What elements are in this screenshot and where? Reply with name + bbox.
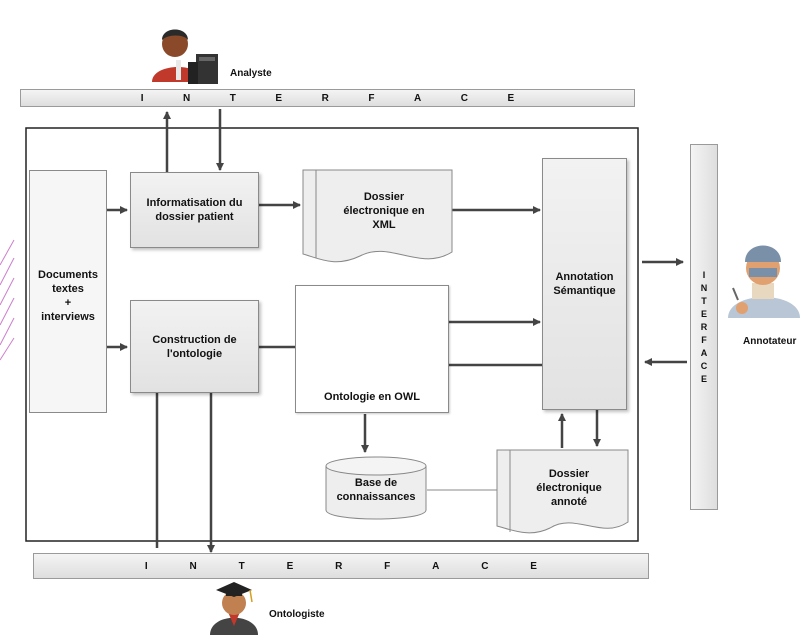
interface-letter: N bbox=[700, 282, 708, 293]
annotator-label: Annotateur bbox=[743, 336, 797, 347]
documents-label: Documents textes + interviews bbox=[38, 268, 98, 323]
interface-letter: R bbox=[321, 92, 329, 104]
interface-letter: F bbox=[384, 560, 391, 572]
base-cylinder bbox=[325, 456, 427, 520]
interface-letter: E bbox=[700, 308, 707, 319]
interface-top: I N T E R F A C E bbox=[20, 89, 635, 107]
annotation-node: Annotation Sémantique bbox=[542, 158, 627, 410]
interface-letter: E bbox=[700, 373, 707, 384]
informatisation-node: Informatisation du dossier patient bbox=[130, 172, 259, 248]
annotator-surgeon-icon bbox=[728, 245, 800, 318]
dossier-xml-label: Dossier électronique en XML bbox=[343, 191, 425, 231]
informatisation-label: Informatisation du dossier patient bbox=[146, 197, 243, 223]
interface-letter: F bbox=[701, 334, 707, 345]
interface-letter: C bbox=[460, 92, 468, 104]
interface-bottom: I N T E R F A C E bbox=[33, 553, 649, 579]
computer-icon bbox=[188, 54, 218, 84]
base-label: Base de connaissances bbox=[336, 477, 416, 503]
interface-letter: E bbox=[507, 92, 515, 104]
dossier-annote-label: Dossier électronique annoté bbox=[536, 468, 602, 508]
construction-label: Construction de l'ontologie bbox=[152, 333, 237, 360]
interface-letter: R bbox=[335, 560, 343, 572]
ontologie-owl-node: Ontologie en OWL bbox=[295, 285, 449, 413]
ontologist-graduate-icon bbox=[210, 582, 258, 635]
interface-letter: A bbox=[432, 560, 440, 572]
interface-letter: N bbox=[189, 560, 197, 572]
dossier-xml-shape bbox=[302, 169, 453, 263]
interface-letter: I bbox=[144, 560, 148, 572]
interface-letter: T bbox=[238, 560, 245, 572]
documents-node: Documents textes + interviews bbox=[29, 170, 107, 413]
system-frame bbox=[25, 127, 639, 542]
ontologist-label: Ontologiste bbox=[269, 609, 325, 620]
interface-letter: N bbox=[183, 92, 191, 104]
interface-letter: C bbox=[700, 360, 708, 371]
interface-letter: R bbox=[700, 321, 708, 332]
interface-letter: A bbox=[413, 92, 422, 104]
interface-right: I N T E R F A C E bbox=[690, 144, 718, 510]
ontologie-owl-label: Ontologie en OWL bbox=[324, 391, 420, 403]
decorative-hatch bbox=[0, 239, 15, 361]
interface-letter: E bbox=[275, 92, 283, 104]
analyst-label: Analyste bbox=[230, 68, 272, 79]
interface-letter: T bbox=[229, 92, 236, 104]
interface-letter: E bbox=[530, 560, 537, 572]
interface-letter: I bbox=[702, 269, 706, 280]
construction-node: Construction de l'ontologie bbox=[130, 300, 259, 393]
annotation-label: Annotation Sémantique bbox=[553, 271, 616, 297]
interface-letter: F bbox=[368, 92, 375, 104]
interface-letter: A bbox=[700, 347, 708, 358]
interface-letter: C bbox=[481, 560, 489, 572]
interface-letter: E bbox=[286, 560, 294, 572]
interface-letter: I bbox=[140, 92, 144, 104]
interface-letter: T bbox=[701, 295, 707, 306]
dossier-annote-shape bbox=[496, 449, 629, 534]
